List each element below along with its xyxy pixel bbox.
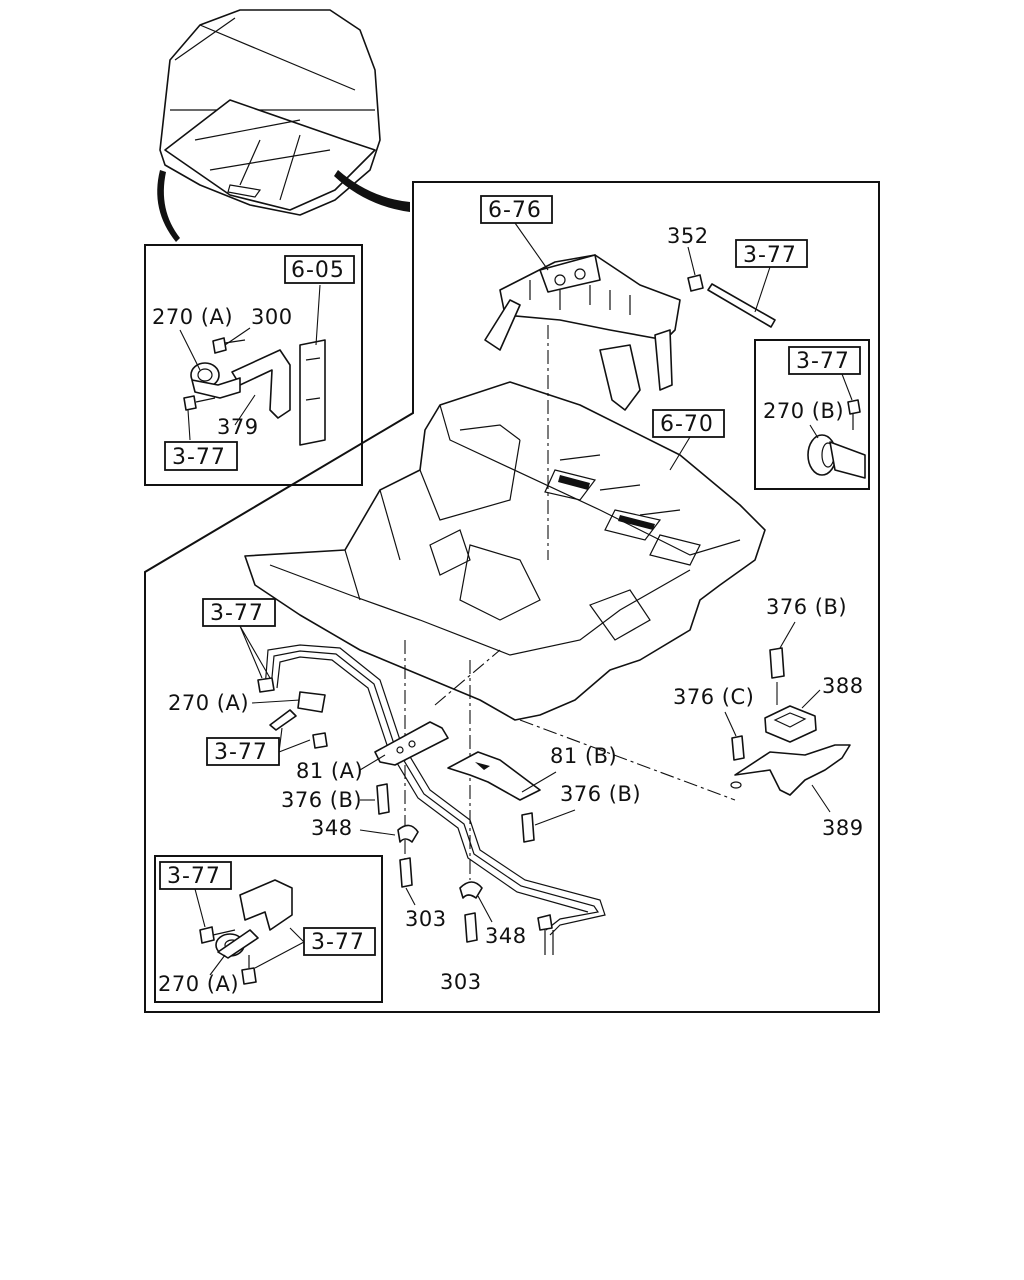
label-300: 300	[251, 305, 293, 329]
inset-270B	[754, 339, 870, 490]
ref-6-05: 6-05	[291, 258, 345, 283]
label-270A-inset2: 270 (A)	[158, 972, 239, 996]
ref-3-77-inset3a: 3-77	[167, 864, 221, 889]
bracket-81A	[374, 721, 449, 766]
bolt-303-center	[464, 912, 478, 943]
ref-3-77-inset1: 3-77	[172, 445, 226, 470]
bolt-303-left	[399, 857, 413, 888]
main-detail-frame	[144, 181, 880, 1013]
bolt-376B-right	[769, 647, 785, 679]
label-376B-left: 376 (B)	[281, 788, 362, 812]
ref-6-70: 6-70	[660, 412, 714, 437]
floor-panel-6-70	[244, 381, 766, 721]
label-270A-main: 270 (A)	[168, 691, 249, 715]
inset-lower-270A	[154, 855, 383, 1003]
label-270A-inset1: 270 (A)	[152, 305, 233, 329]
ref-box-6-70	[652, 409, 725, 438]
bolt-376B-left	[376, 783, 390, 815]
bolt-376C	[731, 735, 745, 761]
clip-348-left	[397, 824, 419, 843]
label-376B-center: 376 (B)	[560, 782, 641, 806]
ref-6-76: 6-76	[488, 198, 542, 223]
label-81A: 81 (A)	[296, 759, 363, 783]
ref-box-6-76	[480, 195, 553, 224]
ref-box-3-77-inset2	[788, 346, 861, 375]
label-376B-right: 376 (B)	[766, 595, 847, 619]
inset-bracket-6-05	[144, 244, 363, 486]
label-388: 388	[822, 674, 864, 698]
ref-3-77-inset3b: 3-77	[311, 930, 365, 955]
ref-box-3-77-clamp	[206, 737, 280, 766]
label-379: 379	[217, 415, 259, 439]
bracket-6-76	[484, 254, 681, 411]
ref-box-3-77-rod	[735, 239, 808, 268]
label-348-center: 348	[485, 924, 527, 948]
ref-box-3-77-inset3b	[303, 927, 376, 956]
bracket-389	[734, 744, 851, 796]
ref-3-77-rod: 3-77	[743, 243, 797, 268]
label-303-left: 303	[405, 907, 447, 931]
label-81B: 81 (B)	[550, 744, 617, 768]
ref-box-3-77-inset1	[164, 441, 238, 471]
ref-box-6-05	[284, 255, 355, 284]
label-348-left: 348	[311, 816, 353, 840]
label-270B: 270 (B)	[763, 399, 844, 423]
label-376C: 376 (C)	[673, 685, 754, 709]
ref-box-3-77-pipes	[202, 598, 276, 627]
ref-3-77-pipes: 3-77	[210, 601, 264, 626]
clip-348-center	[459, 881, 483, 899]
bolt-352	[687, 274, 704, 292]
ref-3-77-clamp: 3-77	[214, 740, 268, 765]
vehicle-overview	[157, 9, 410, 242]
label-389: 389	[822, 816, 864, 840]
label-352: 352	[667, 224, 709, 248]
label-303-center: 303	[440, 970, 482, 994]
bracket-81B	[447, 751, 541, 801]
rod-3-77	[707, 283, 776, 328]
bolt-376B-center	[521, 812, 535, 843]
cushion-388	[764, 705, 817, 743]
ref-3-77-inset2: 3-77	[796, 349, 850, 374]
